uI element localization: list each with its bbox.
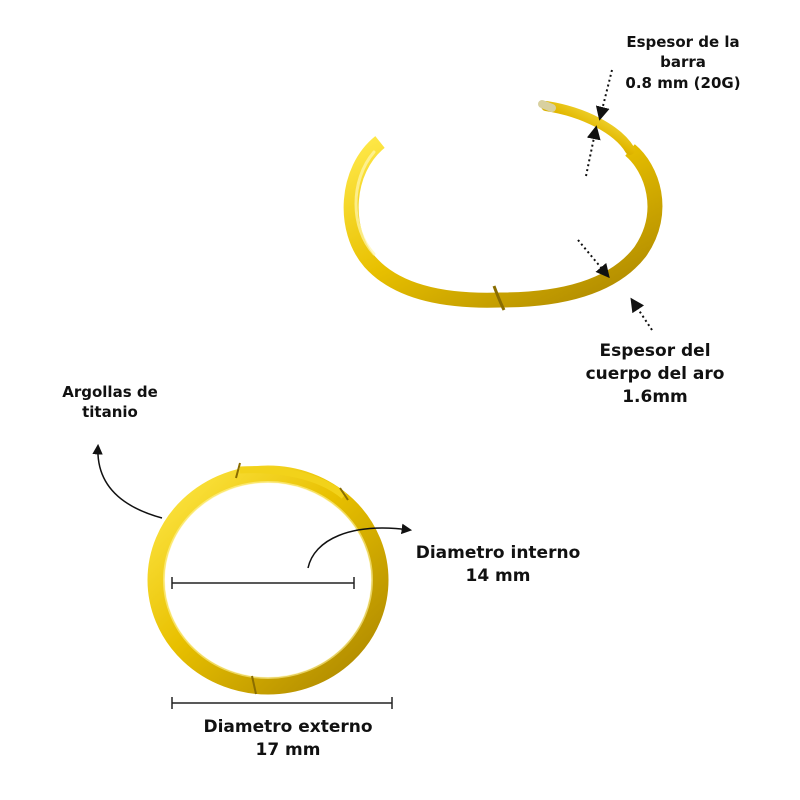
bar-arrow-upper [595, 69, 613, 121]
body-thickness-line1: Espesor del [599, 341, 711, 361]
open-ring-body [343, 136, 663, 308]
material-arrow [92, 443, 163, 519]
material-line1: Argollas de [62, 383, 158, 401]
bar-thickness-line3: 0.8 mm (20G) [625, 73, 741, 92]
bar-thickness-arrows [585, 69, 613, 177]
closed-ring-icon [147, 462, 389, 695]
body-thickness-label: Espesor del cuerpo del aro 1.6mm [560, 340, 750, 409]
outer-diameter-line [171, 697, 393, 709]
open-ring-highlight [354, 150, 376, 256]
bar-arrow-lower [585, 125, 601, 177]
open-ring-bar [541, 101, 635, 155]
open-ring-icon [343, 100, 663, 311]
inner-diameter-line1: Diametro interno [415, 543, 581, 563]
outer-diameter-line2: 17 mm [255, 739, 321, 760]
body-thickness-arrows [577, 239, 653, 331]
bar-thickness-line2: barra [660, 53, 706, 72]
outer-diameter-label: Diametro externo 17 mm [178, 716, 398, 762]
outer-diameter-line1: Diametro externo [203, 717, 373, 737]
inner-diameter-line [171, 577, 355, 589]
material-line2: titanio [82, 403, 138, 422]
closed-ring-bar [239, 466, 347, 499]
body-thickness-line3: 1.6mm [622, 386, 688, 407]
closed-ring-highlight [163, 481, 373, 679]
material-label: Argollas de titanio [40, 382, 180, 423]
bar-thickness-label: Espesor de la barra 0.8 mm (20G) [608, 32, 758, 93]
closed-ring-body [147, 465, 389, 695]
inner-diameter-line2: 14 mm [465, 565, 531, 586]
open-ring-hinge [492, 285, 506, 311]
body-arrow-upper [577, 239, 610, 279]
inner-diameter-arrow [307, 523, 413, 569]
body-arrow-lower [630, 297, 653, 331]
closed-ring-hinge [251, 675, 257, 695]
inner-diameter-label: Diametro interno 14 mm [398, 542, 598, 588]
body-thickness-line2: cuerpo del aro [585, 363, 725, 384]
bar-thickness-line1: Espesor de la [626, 33, 740, 51]
closed-ring-bar-edge [235, 462, 241, 479]
closed-ring-bar-edge-2 [339, 487, 349, 501]
open-ring-bar-tip [538, 100, 556, 112]
